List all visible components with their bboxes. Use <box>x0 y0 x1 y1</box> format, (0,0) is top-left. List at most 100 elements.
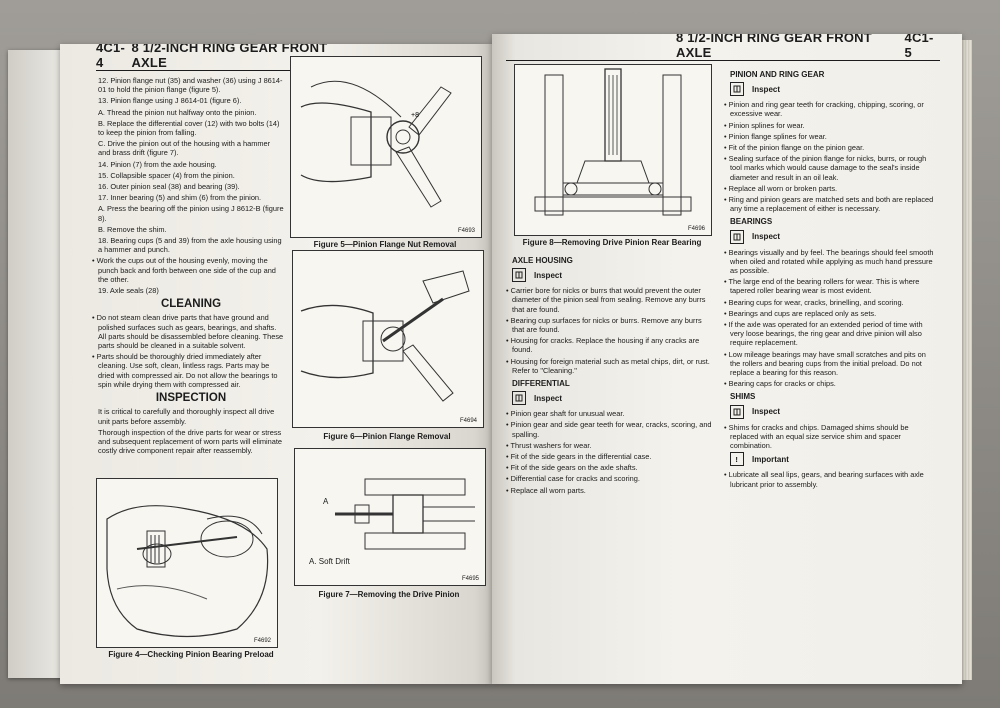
pinion-ring-bullet: • Fit of the pinion flange on the pinion… <box>724 143 865 153</box>
figure-7-legend: A. Soft Drift <box>309 557 350 566</box>
differential-heading: DIFFERENTIAL <box>512 379 570 389</box>
important-notice: ! Important <box>730 452 934 467</box>
important-icon: ! <box>730 452 744 467</box>
procedure-step: 16. Outer pinion seal (38) and bearing (… <box>98 182 240 192</box>
inspection-paragraph: Thorough inspection of the drive parts f… <box>98 427 283 456</box>
procedure-substep: A. Thread the pinion nut halfway onto th… <box>98 107 257 117</box>
shims-bullet: • Shims for cracks and chips. Damaged sh… <box>724 422 909 451</box>
bearings-bullet: • Bearings and cups are replaced only as… <box>724 308 877 318</box>
inspect-icon <box>730 229 744 244</box>
axle-housing-bullet: • Bearing cup surfaces for nicks or burr… <box>506 315 702 335</box>
pinion-ring-inspect: Inspect <box>730 82 934 97</box>
inspect-icon <box>730 404 744 419</box>
axle-housing-bullet: • Housing for foreign material such as m… <box>506 356 710 375</box>
right-page-code: 4C1-5 <box>904 34 934 60</box>
bearings-bullet: • Low mileage bearings may have small sc… <box>724 349 926 378</box>
figure-6-code: F4694 <box>459 418 477 424</box>
cleaning-bullet: • Parts should be thoroughly dried immed… <box>92 352 278 389</box>
left-page: 4C1-4 8 1/2-INCH RING GEAR FRONT AXLE 12… <box>60 44 492 684</box>
procedure-substep: A. Press the bearing off the pinion usin… <box>98 204 284 223</box>
underlying-page-edge <box>8 50 68 678</box>
pinion-ring-bullet: • Replace all worn or broken parts. <box>724 183 838 193</box>
pinion-ring-bullet: • Sealing surface of the pinion flange f… <box>724 154 927 182</box>
figure-7-caption: Figure 7—Removing the Drive Pinion <box>318 590 460 599</box>
bearings-inspect: Inspect <box>730 229 934 244</box>
bearings-bullet: • Bearing caps for cracks or chips. <box>724 379 836 389</box>
procedure-step: 12. Pinion flange nut (35) and washer (3… <box>98 76 283 95</box>
pinion-ring-bullet: • Pinion and ring gear teeth for crackin… <box>724 100 924 119</box>
procedure-step: 15. Collapsible spacer (4) from the pini… <box>98 170 235 180</box>
differential-bullet: • Pinion gear and side gear teeth for we… <box>506 420 712 439</box>
step-19: 19. Axle seals (28) <box>98 286 159 296</box>
figure-5: +8 F4693 <box>290 56 482 238</box>
important-bullet: • Lubricate all seal lips, gears, and be… <box>724 470 924 489</box>
cleaning-heading: CLEANING <box>160 298 222 311</box>
differential-bullet: • Thrust washers for wear. <box>506 440 592 450</box>
right-page: 8 1/2-INCH RING GEAR FRONT AXLE 4C1-5 F4… <box>492 34 962 684</box>
figure-5-drawing: +8 <box>300 80 452 208</box>
differential-inspect: Inspect <box>512 391 716 406</box>
figure-8-drawing <box>534 68 692 216</box>
procedure-step: 13. Pinion flange using J 8614-01 (figur… <box>98 96 242 106</box>
procedure-substep: C. Drive the pinion out of the housing w… <box>98 139 271 158</box>
bearings-bullet: • The large end of the bearing rollers f… <box>724 277 920 296</box>
left-page-code: 4C1-4 <box>96 44 125 70</box>
shims-heading: SHIMS <box>730 392 756 402</box>
right-page-title: 8 1/2-INCH RING GEAR FRONT AXLE <box>676 34 872 60</box>
svg-text:!: ! <box>736 457 738 463</box>
axle-housing-bullet: • Carrier bore for nicks or burrs that w… <box>506 286 706 314</box>
svg-text:+8: +8 <box>411 112 419 119</box>
procedure-substep: B. Replace the differential cover (12) w… <box>98 118 280 138</box>
left-page-header: 4C1-4 8 1/2-INCH RING GEAR FRONT AXLE <box>96 44 480 71</box>
differential-bullet: • Differential case for cracks and scori… <box>506 474 640 484</box>
shims-inspect: Inspect <box>730 404 934 419</box>
inspection-paragraph: It is critical to carefully and thorough… <box>98 407 275 426</box>
figure-5-code: F4693 <box>457 228 475 234</box>
pinion-ring-bullet: • Pinion splines for wear. <box>724 120 805 130</box>
pinion-ring-heading: PINION AND RING GEAR <box>730 70 825 79</box>
pinion-ring-bullet: • Pinion flange splines for wear. <box>724 131 827 141</box>
figure-7-drawing <box>335 478 475 550</box>
axle-housing-inspect: Inspect <box>512 268 716 283</box>
figure-4-code: F4692 <box>253 638 271 644</box>
figure-7-code: F4695 <box>461 576 479 582</box>
differential-bullet: • Fit of the side gears on the axle shaf… <box>506 463 638 473</box>
figure-6-drawing <box>300 270 470 402</box>
bearings-bullet: • Bearings visually and by feel. The bea… <box>724 247 934 276</box>
differential-bullet: • Fit of the side gears in the different… <box>506 452 652 462</box>
figure-5-caption: Figure 5—Pinion Flange Nut Removal <box>313 240 457 249</box>
step-18-bullet: • Work the cups out of the housing evenl… <box>92 256 276 284</box>
figure-4: F4692 <box>96 478 278 648</box>
figure-7-label-a: A <box>323 497 329 506</box>
bearings-heading: BEARINGS <box>730 217 773 227</box>
left-text-column: 12. Pinion flange nut (35) and washer (3… <box>92 76 284 457</box>
pinion-ring-bullet: • Ring and pinion gears are matched sets… <box>724 195 934 214</box>
figure-4-drawing <box>106 505 269 638</box>
cleaning-bullet: • Do not steam clean drive parts that ha… <box>92 313 284 351</box>
figure-6-caption: Figure 6—Pinion Flange Removal <box>323 432 451 441</box>
bearings-bullet: • If the axle was operated for an extend… <box>724 320 923 348</box>
procedure-step: 17. Inner bearing (5) and shim (6) from … <box>98 193 262 203</box>
figure-4-caption: Figure 4—Checking Pinion Bearing Preload <box>108 650 274 659</box>
axle-housing-heading: AXLE HOUSING <box>512 256 573 265</box>
procedure-step: 14. Pinion (7) from the axle housing. <box>98 159 217 169</box>
right-right-column: PINION AND RING GEAR Inspect • Pinion an… <box>724 66 934 491</box>
procedure-substep: B. Remove the shim. <box>98 224 167 234</box>
right-left-column: AXLE HOUSING Inspect • Carrier bore for … <box>506 252 716 497</box>
figure-6: F4694 <box>292 250 484 428</box>
figure-8-caption: Figure 8—Removing Drive Pinion Rear Bear… <box>522 238 702 247</box>
inspection-heading: INSPECTION <box>155 392 227 405</box>
axle-housing-bullet: • Housing for cracks. Replace the housin… <box>506 336 700 355</box>
bearings-bullet: • Bearing cups for wear, cracks, brinell… <box>724 297 904 307</box>
left-page-title: 8 1/2-INCH RING GEAR FRONT AXLE <box>131 44 328 70</box>
figure-8: F4696 <box>514 64 712 236</box>
differential-bullet: • Replace all worn parts. <box>506 485 586 495</box>
figure-7: A A. Soft Drift F4695 <box>294 448 486 586</box>
inspect-icon <box>512 268 526 283</box>
inspect-icon <box>730 82 744 97</box>
figure-8-code: F4696 <box>687 226 705 232</box>
inspect-icon <box>512 391 526 406</box>
differential-bullet: • Pinion gear shaft for unusual wear. <box>506 409 625 419</box>
step-18: 18. Bearing cups (5 and 39) from the axl… <box>98 236 282 255</box>
right-page-header: 8 1/2-INCH RING GEAR FRONT AXLE 4C1-5 <box>506 34 940 61</box>
